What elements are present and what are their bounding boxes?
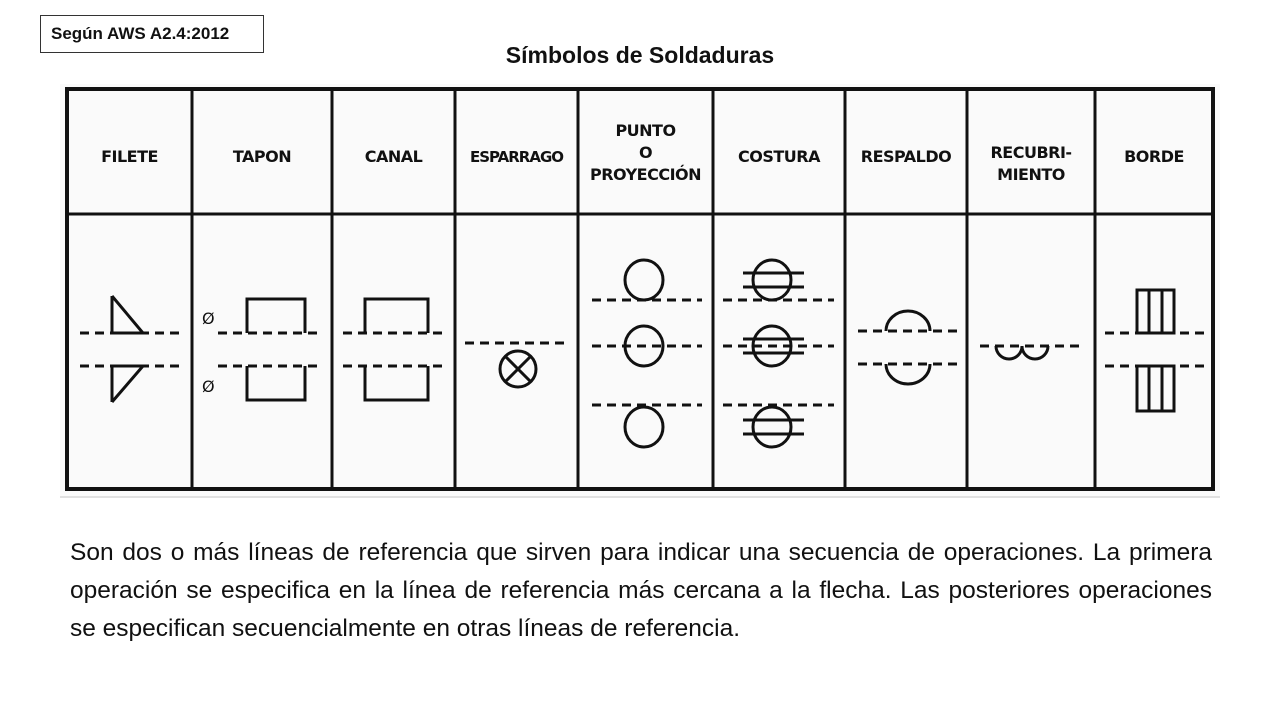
header-punto: PUNTO O PROYECCIÓN [589, 121, 702, 184]
canal-symbol [343, 297, 445, 402]
respaldo-symbol [858, 309, 957, 386]
weld-symbols-table: FILETE TAPON CANAL ESPARRAGO PUNTO O PRO… [60, 84, 1220, 498]
costura-symbol [723, 258, 834, 449]
description-paragraph: Son dos o más líneas de referencia que s… [70, 539, 1212, 642]
header-canal: CANAL [364, 147, 423, 166]
header-recubrimiento: RECUBRI- MIENTO [990, 143, 1072, 184]
header-esparrago: ESPARRAGO [469, 148, 564, 166]
header-respaldo: RESPALDO [860, 147, 952, 166]
slide-title: Símbolos de Soldaduras [505, 42, 775, 68]
recubrimiento-symbol [980, 344, 1080, 361]
tapon-symbol [218, 297, 320, 402]
punto-symbol [592, 258, 702, 449]
borde-symbol [1105, 288, 1205, 413]
header-filete: FILETE [101, 147, 158, 166]
header-costura: COSTURA [738, 147, 820, 166]
esparrago-symbol [465, 341, 570, 389]
standard-reference-tag: Según AWS A2.4:2012 [40, 15, 264, 53]
tapon-diameter-bottom: Ø [202, 377, 215, 396]
table-grid [65, 87, 1215, 491]
table-border [65, 87, 1215, 491]
header-borde: BORDE [1124, 147, 1184, 166]
weld-symbols: Ø Ø [80, 258, 1205, 449]
filete-symbol [80, 295, 180, 403]
standard-reference-text: Según AWS A2.4:2012 [51, 24, 230, 43]
tapon-diameter-top: Ø [202, 309, 215, 328]
header-tapon: TAPON [232, 147, 292, 166]
